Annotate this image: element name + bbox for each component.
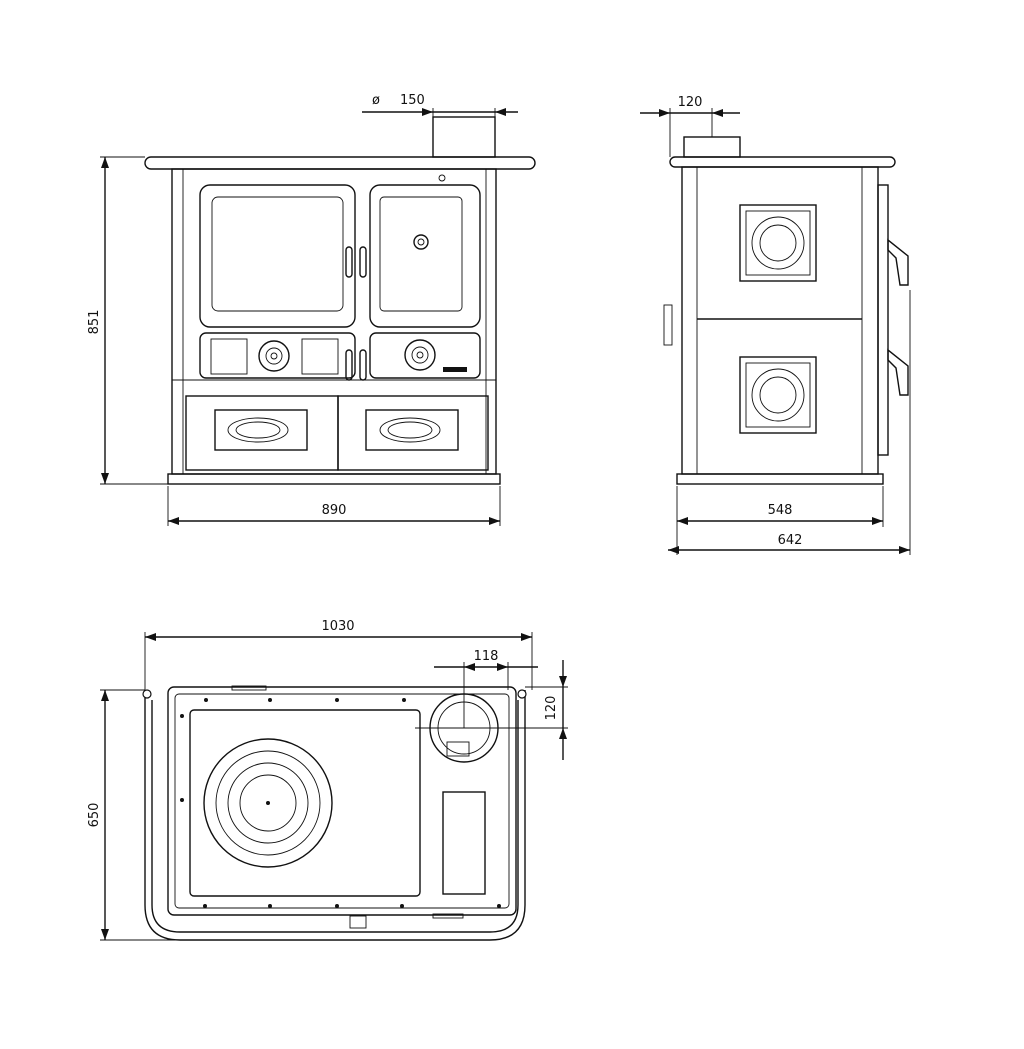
side-emblem-lower-icon xyxy=(739,356,817,434)
side-view xyxy=(663,136,909,485)
front-ash-drawer xyxy=(199,332,356,379)
front-height-label: 851 xyxy=(87,310,102,335)
front-oven-door-right xyxy=(369,184,481,328)
top-rail xyxy=(144,690,526,941)
front-top-plate xyxy=(144,156,536,170)
front-flue-pipe xyxy=(432,116,496,158)
top-depth-label: 650 xyxy=(87,803,102,828)
hotplate-rings-icon xyxy=(203,738,333,868)
side-depth-outer-label: 642 xyxy=(778,533,803,548)
side-flue-offset-label: 120 xyxy=(678,95,703,110)
front-oven-door-left xyxy=(199,184,356,328)
thermometer-icon xyxy=(413,234,429,250)
top-dimensions: 1030 118 120 650 xyxy=(87,619,568,941)
side-body xyxy=(681,166,879,475)
top-flue-offset-y-label: 120 xyxy=(544,696,559,721)
door-handle-icon xyxy=(345,246,353,278)
front-base xyxy=(167,473,501,485)
top-flue-offset-x-label: 118 xyxy=(474,649,499,664)
side-door-profile xyxy=(877,184,889,456)
top-view xyxy=(142,685,527,941)
top-plate xyxy=(167,686,517,916)
top-cooking-surface xyxy=(189,709,421,897)
top-reservoir-lid xyxy=(442,791,486,895)
front-width-label: 890 xyxy=(322,503,347,518)
drawer-emblem-icon xyxy=(214,409,308,451)
front-drawer-right xyxy=(337,395,489,471)
side-emblem-upper-icon xyxy=(739,204,817,282)
front-drawer-left xyxy=(185,395,339,471)
side-base xyxy=(676,473,884,485)
side-top-plate xyxy=(669,156,896,168)
side-flue-pipe xyxy=(683,136,741,158)
front-dimensions: 851 890 ø 150 xyxy=(87,93,518,526)
side-handle-icon xyxy=(887,238,909,286)
flue-diameter-label: 150 xyxy=(400,93,425,108)
air-control-icon xyxy=(258,340,290,372)
side-dimensions: 120 548 642 xyxy=(640,95,911,555)
front-view xyxy=(144,116,536,485)
top-width-label: 1030 xyxy=(321,619,354,634)
flue-diameter-symbol: ø xyxy=(372,93,380,108)
side-depth-inner-label: 548 xyxy=(768,503,793,518)
front-body xyxy=(171,168,497,475)
